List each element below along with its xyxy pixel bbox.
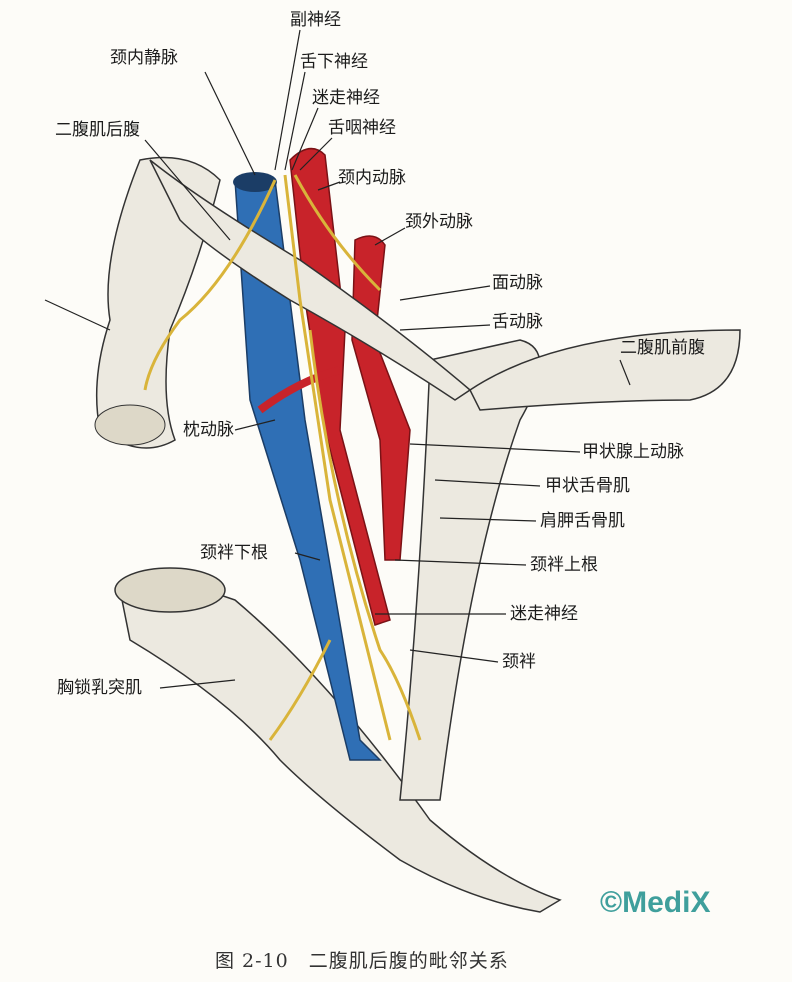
watermark: ©MediX — [600, 886, 711, 919]
leader-lines — [44, 29, 631, 689]
digastric-posterior — [149, 159, 472, 401]
label-external-carotid: 颈外动脉 — [405, 212, 473, 232]
label-facial-artery: 面动脉 — [492, 273, 543, 293]
label-accessory-nerve: 副神经 — [290, 10, 341, 30]
label-omohyoid: 肩胛舌骨肌 — [540, 511, 625, 531]
label-vagus-nerve-bottom: 迷走神经 — [510, 604, 578, 624]
figure-caption: 图 2-10 二腹肌后腹的毗邻关系 — [215, 950, 509, 972]
mastoid-region — [95, 156, 221, 449]
label-vagus-nerve-top: 迷走神经 — [312, 88, 380, 108]
label-ansa-inferior-root: 颈袢下根 — [200, 543, 268, 563]
label-digastric-posterior: 二腹肌后腹 — [55, 120, 140, 140]
sternocleidomastoid-muscle — [119, 581, 562, 913]
label-digastric-anterior: 二腹肌前腹 — [620, 338, 705, 358]
muscle-cut-end — [114, 567, 226, 613]
nerves — [143, 174, 422, 741]
label-occipital-artery: 枕动脉 — [183, 420, 234, 440]
label-superior-thyroid-artery: 甲状腺上动脉 — [582, 442, 684, 462]
label-lingual-artery: 舌动脉 — [492, 312, 543, 332]
label-internal-carotid: 颈内动脉 — [338, 168, 406, 188]
infrahyoid-muscles — [399, 339, 541, 801]
label-internal-jugular-vein: 颈内静脉 — [110, 48, 178, 68]
label-sternocleidomastoid: 胸锁乳突肌 — [57, 678, 142, 698]
label-ansa-superior-root: 颈袢上根 — [530, 555, 598, 575]
label-glossopharyngeal-nerve: 舌咽神经 — [328, 118, 396, 138]
label-ansa-cervicalis: 颈袢 — [502, 652, 536, 672]
label-thyrohyoid: 甲状舌骨肌 — [545, 476, 630, 496]
label-hypoglossal-nerve: 舌下神经 — [300, 52, 368, 72]
occipital-artery — [257, 366, 341, 414]
digastric-anterior — [469, 329, 741, 411]
